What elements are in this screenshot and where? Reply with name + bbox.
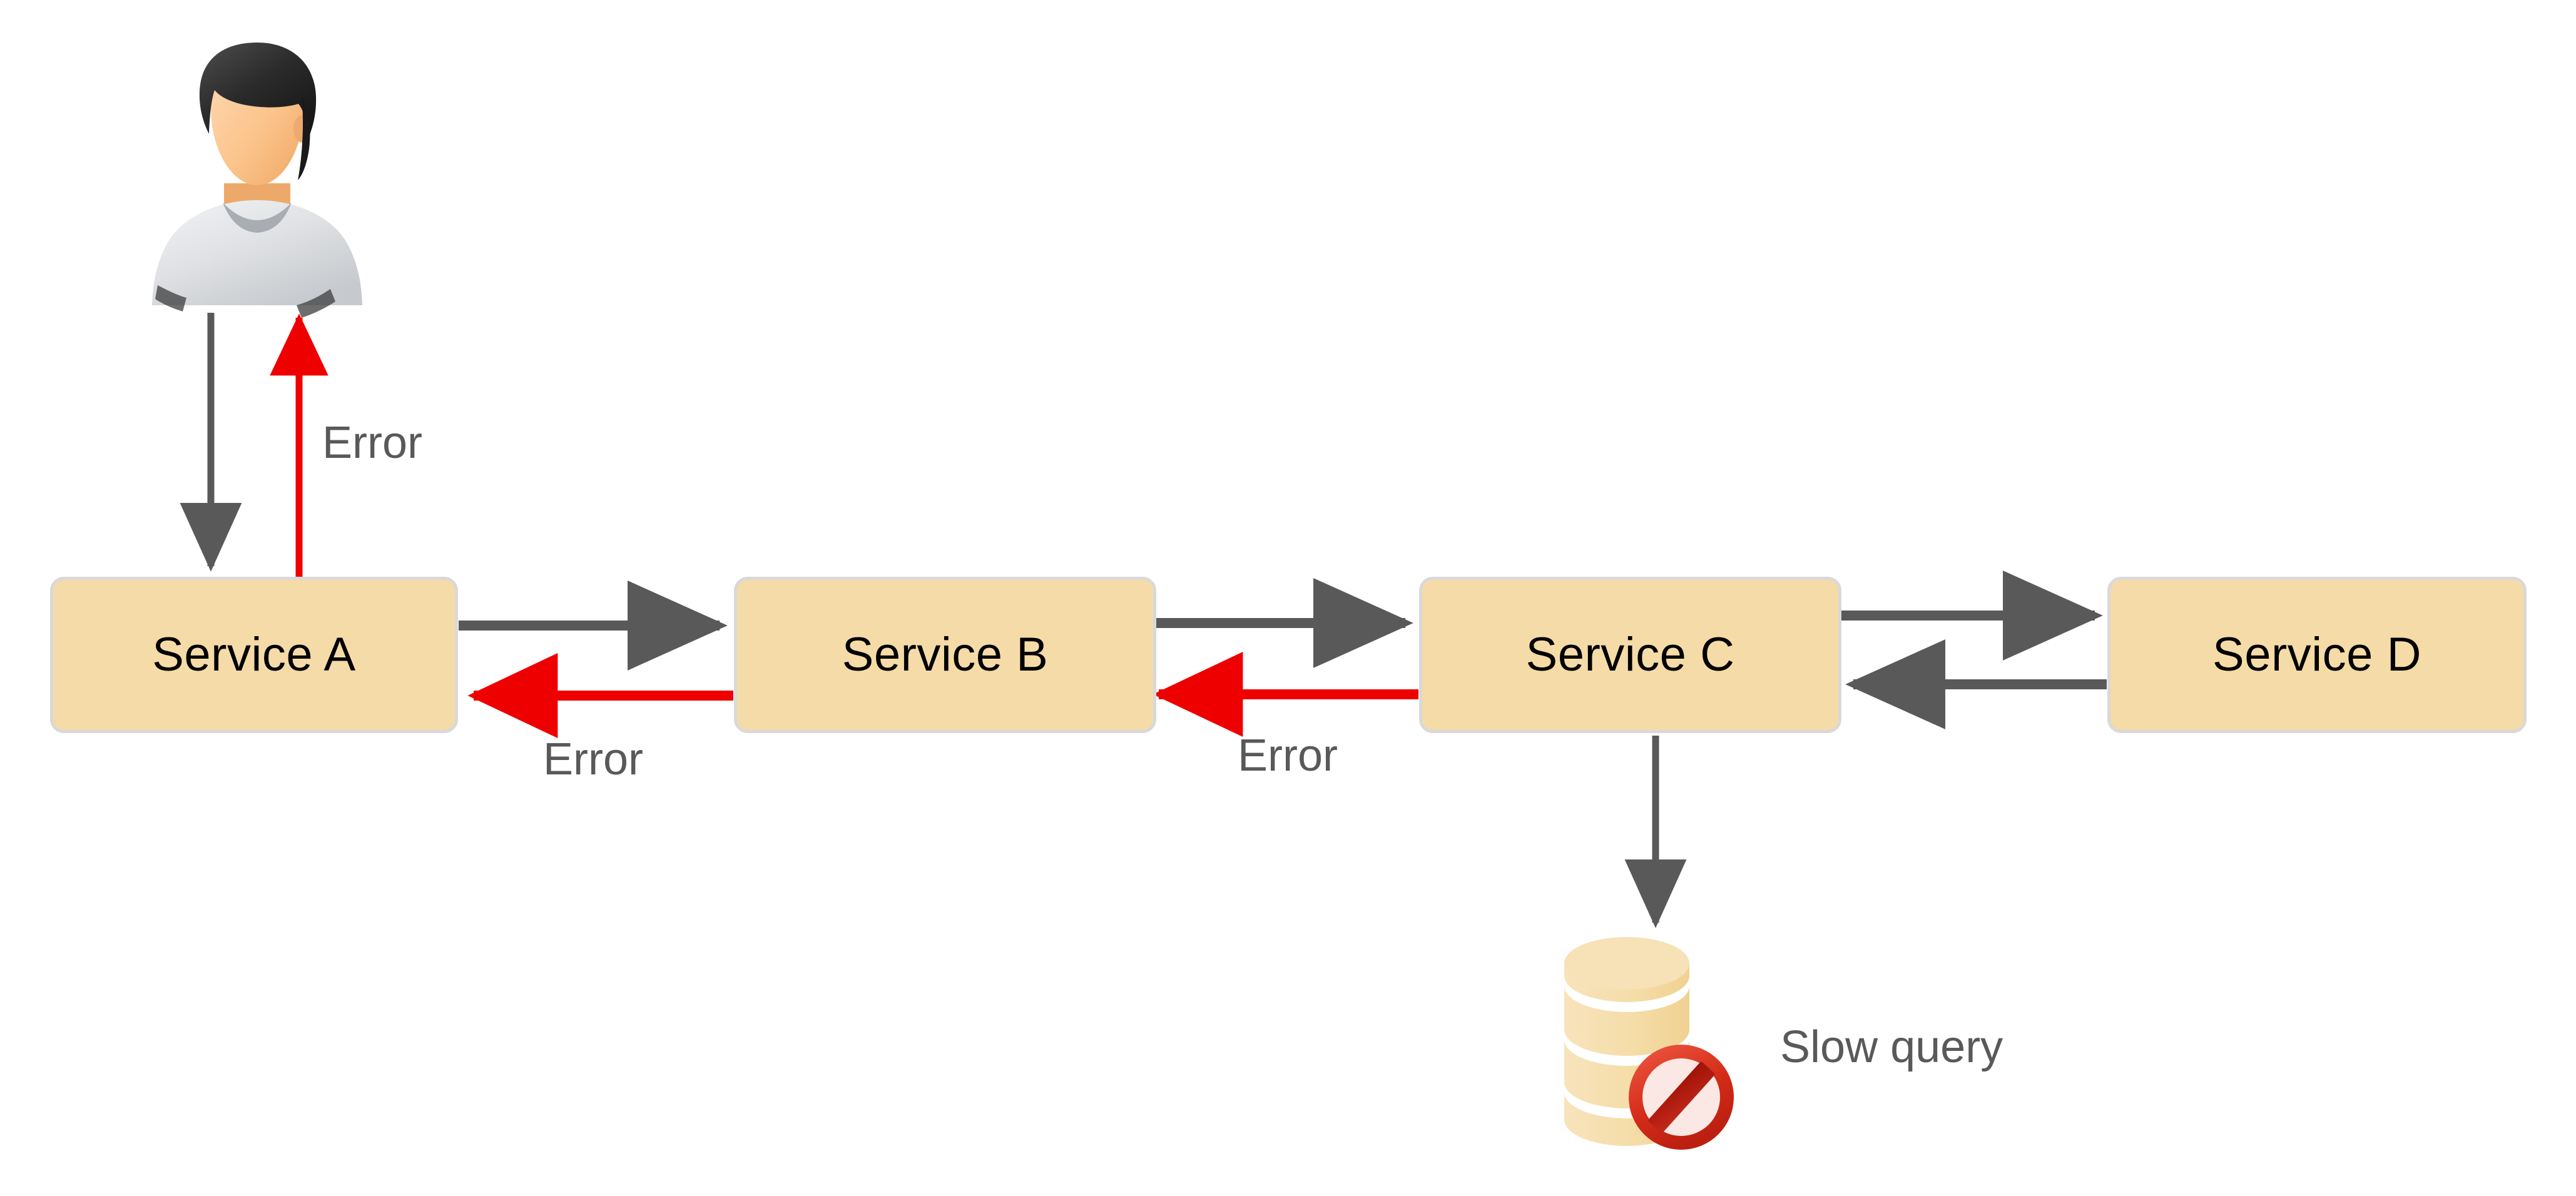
- database-cylinder-icon: [1564, 937, 1734, 1150]
- edge-label-error-user: Error: [322, 418, 422, 468]
- node-service-a[interactable]: Service A: [50, 577, 458, 733]
- edge-label-error-b-c: Error: [1238, 731, 1338, 781]
- node-service-d-label: Service D: [2212, 628, 2421, 681]
- node-service-d[interactable]: Service D: [2107, 577, 2527, 733]
- node-service-c[interactable]: Service C: [1419, 577, 1841, 733]
- edge-label-error-a-b: Error: [543, 734, 643, 784]
- node-service-c-label: Service C: [1525, 628, 1735, 681]
- user-avatar-icon: [152, 43, 362, 318]
- prohibited-icon: [1629, 1045, 1734, 1150]
- node-service-b[interactable]: Service B: [734, 577, 1156, 733]
- node-service-b-label: Service B: [842, 628, 1049, 681]
- edge-label-slow-query: Slow query: [1780, 1022, 2003, 1072]
- node-service-a-label: Service A: [152, 628, 356, 681]
